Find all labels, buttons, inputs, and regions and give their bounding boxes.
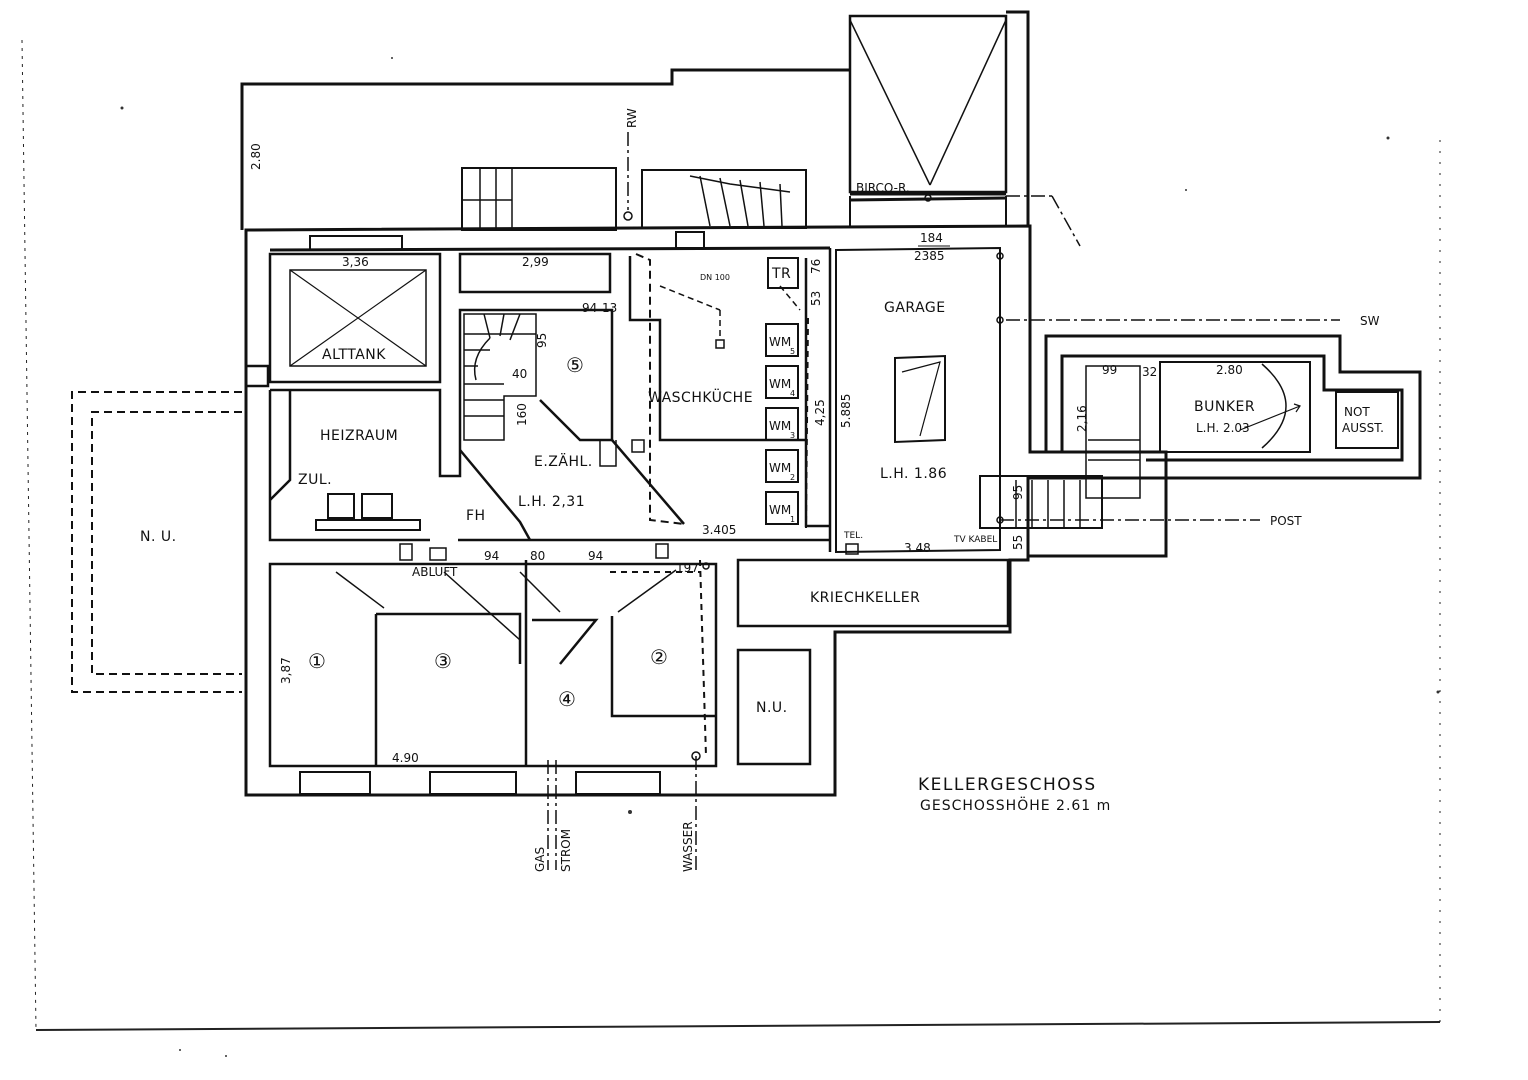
label-lh-231: L.H. 2,31 [518, 494, 585, 510]
dim-5885: 5.885 [839, 394, 853, 428]
dim-280-bunker: 2.80 [1216, 363, 1243, 377]
wm-label-1: WM [769, 503, 791, 517]
label-fh: FH [466, 508, 486, 524]
dim-348: 3.48 [904, 541, 931, 555]
label-nu-left: N. U. [140, 529, 177, 545]
label-birco: BIRCO-R. [856, 181, 910, 195]
washing-machine-boxes [765, 323, 799, 525]
dim-387: 3,87 [279, 657, 293, 684]
wm-index-4: 4 [790, 389, 795, 398]
dim-216: 2,16 [1075, 405, 1089, 432]
label-nu-mid: N.U. [756, 700, 788, 716]
label-tv-kabel: TV KABEL [953, 535, 997, 545]
dim-95: 95 [535, 333, 549, 348]
scan-specks [120, 57, 1440, 1057]
label-lh-203: L.H. 2.03 [1196, 421, 1250, 435]
label-wasser: WASSER [681, 821, 695, 872]
wm-index-1: 1 [790, 515, 795, 524]
label-kriechkeller: KRIECHKELLER [810, 590, 920, 606]
dim-80: 80 [530, 549, 545, 563]
wm-index-2: 2 [790, 473, 795, 482]
dim-99: 99 [1102, 363, 1117, 377]
label-garage: GARAGE [884, 300, 946, 316]
dim-299: 2,99 [522, 255, 549, 269]
dim-55: 55 [1011, 535, 1025, 550]
label-sw: SW [1360, 314, 1380, 328]
wm-index-3: 3 [790, 431, 795, 440]
dim-76: 76 [809, 259, 823, 274]
dim-94-left: 94 [484, 549, 499, 563]
plan-subtitle: GESCHOSSHÖHE 2.61 m [920, 796, 1111, 814]
label-not: NOT [1344, 405, 1370, 419]
label-alttank: ALTTANK [322, 347, 386, 363]
dim-184: 184 [920, 231, 943, 245]
dim-160: 160 [515, 403, 529, 426]
label-ausst: AUSST. [1342, 421, 1384, 435]
dim-53: 53 [809, 291, 823, 306]
label-tel: TEL. [843, 531, 863, 541]
wm-index-5: 5 [790, 347, 795, 356]
label-rw: RW [625, 108, 639, 128]
label-gas: GAS [533, 847, 547, 872]
label-post: POST [1270, 514, 1302, 528]
room-number-1: ① [308, 649, 326, 673]
plan-title: KELLERGESCHOSS [918, 775, 1097, 795]
dim-425: 4,25 [813, 399, 827, 426]
dimensions: 2.80 3,36 2,99 94 13 95 40 160 76 53 4,2… [249, 143, 1243, 765]
dim-490: 4.90 [392, 751, 419, 765]
label-heizraum: HEIZRAUM [320, 428, 398, 444]
label-strom: STROM [559, 829, 573, 872]
room-number-3: ③ [434, 649, 452, 673]
label-zul: ZUL. [298, 472, 332, 488]
label-e-zaehl: E.ZÄHL. [534, 452, 593, 470]
dim-94-right: 94 [588, 549, 603, 563]
label-waschkueche: WASCHKÜCHE [648, 388, 753, 406]
room-number-5: ⑤ [566, 353, 584, 377]
dim-2385: 2385 [914, 249, 945, 263]
wm-label-5: WM [769, 335, 791, 349]
sheet-border [21, 39, 1441, 1031]
outer-walls [240, 10, 1422, 797]
label-lh-186: L.H. 1.86 [880, 466, 947, 482]
label-tr: TR [771, 266, 791, 282]
label-bunker: BUNKER [1194, 399, 1255, 415]
dashed-outlines [71, 253, 809, 757]
dim-94-a: 94 [582, 301, 597, 315]
wm-label-4: WM [769, 377, 791, 391]
label-abluft: ABLUFT [412, 565, 458, 579]
washing-machine-labels: WM 5 WM 4 WM 3 WM 2 WM 1 [769, 335, 795, 524]
bunker-arrow [1239, 403, 1301, 431]
dim-13: 13 [602, 301, 617, 315]
label-dn100: DN 100 [700, 273, 730, 282]
dim-3405: 3.405 [702, 523, 736, 537]
room-labels: ALTTANK HEIZRAUM ZUL. FH ABLUFT E.ZÄHL. … [140, 181, 1384, 716]
room-number-4: ④ [558, 687, 576, 711]
interior-walls [246, 231, 1010, 795]
room-number-2: ② [650, 645, 668, 669]
wm-label-3: WM [769, 419, 791, 433]
dim-95-stair: 95 [1011, 485, 1025, 500]
fixtures [399, 194, 1004, 761]
dim-32: 32 [1142, 365, 1157, 379]
dim-40: 40 [512, 367, 527, 381]
service-labels: RW SW POST GAS STROM WASSER [533, 108, 1380, 872]
service-lines [547, 132, 1340, 870]
dim-197: 197 [676, 561, 699, 575]
dim-280-left: 2.80 [249, 143, 263, 170]
dim-336: 3,36 [342, 255, 369, 269]
title-block: KELLERGESCHOSS GESCHOSSHÖHE 2.61 m [918, 775, 1111, 814]
stairs [461, 167, 1140, 529]
room-numbers: ① ② ③ ④ ⑤ [308, 353, 668, 711]
wm-label-2: WM [769, 461, 791, 475]
